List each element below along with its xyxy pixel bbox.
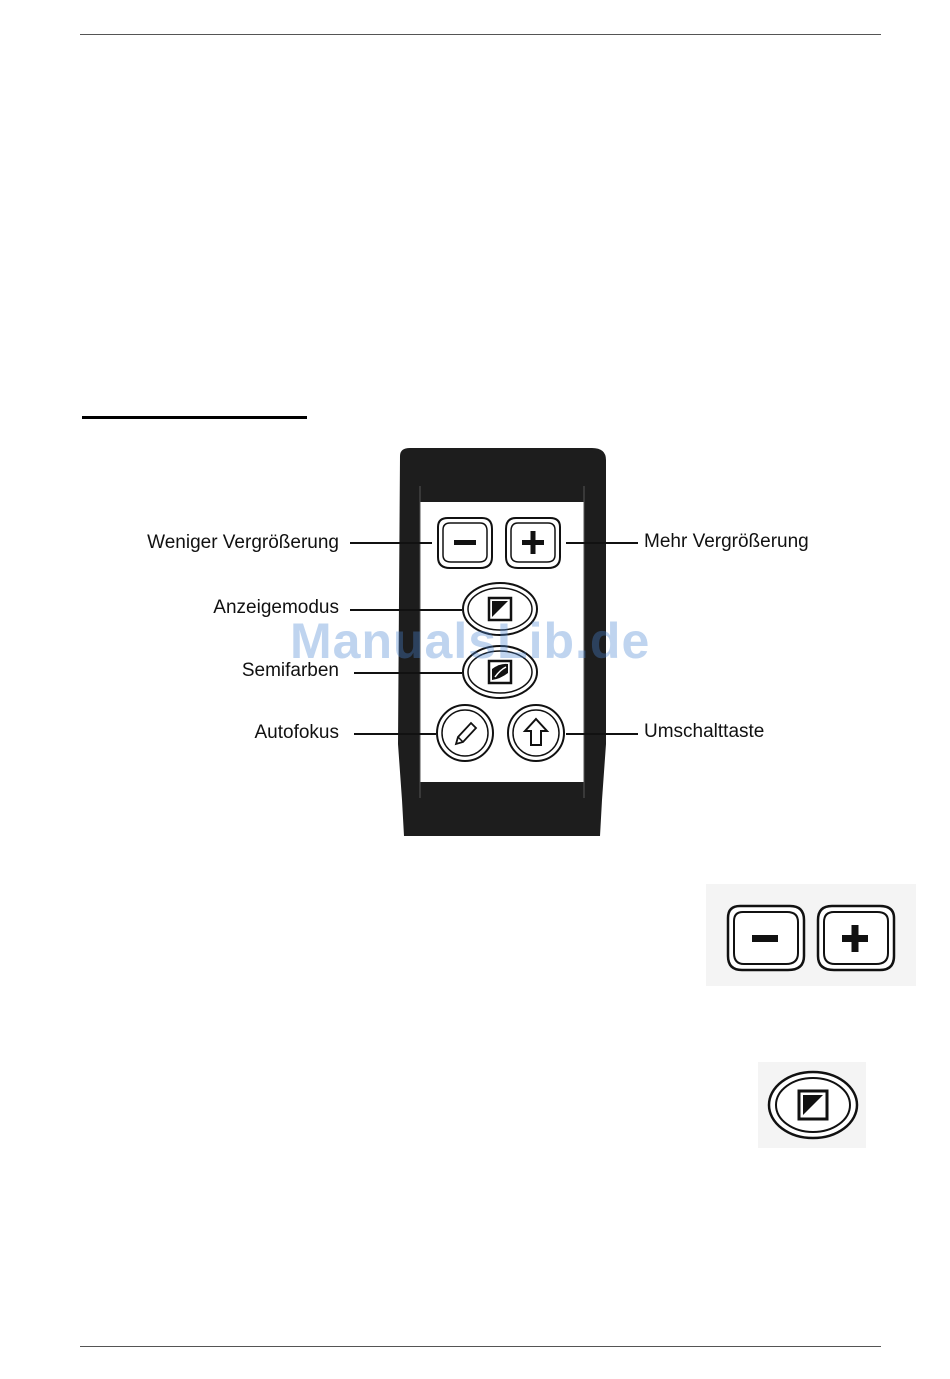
magnification-buttons-panel: [706, 884, 916, 986]
section-heading-underline: [82, 416, 307, 419]
bottom-rule: [80, 1346, 881, 1347]
leader-line-semi-colors: [354, 672, 462, 674]
plus-icon: [814, 902, 898, 974]
display-mode-icon-panel: [758, 1062, 866, 1148]
plus-icon: [506, 518, 560, 568]
leader-line-shift: [566, 733, 638, 735]
leader-line-more: [566, 542, 638, 544]
label-autofocus: Autofokus: [255, 723, 340, 742]
pencil-icon: [437, 705, 493, 761]
leader-line-display-mode: [350, 609, 462, 611]
minus-icon: [438, 518, 492, 568]
leader-line-autofocus: [354, 733, 436, 735]
contrast-square-icon: [766, 1068, 860, 1142]
label-shift-key: Umschalttaste: [644, 722, 764, 741]
leader-line-less: [350, 542, 432, 544]
shift-button[interactable]: [505, 703, 567, 763]
plus-button[interactable]: [502, 515, 566, 571]
top-rule: [80, 34, 881, 35]
autofocus-button[interactable]: [434, 703, 496, 763]
label-less-magnification: Weniger Vergrößerung: [147, 533, 339, 552]
up-arrow-icon: [508, 705, 564, 761]
watermark: ManualsLib.de: [290, 612, 650, 670]
label-more-magnification: Mehr Vergrößerung: [644, 532, 809, 551]
minus-icon: [724, 902, 808, 974]
minus-button[interactable]: [432, 515, 496, 571]
